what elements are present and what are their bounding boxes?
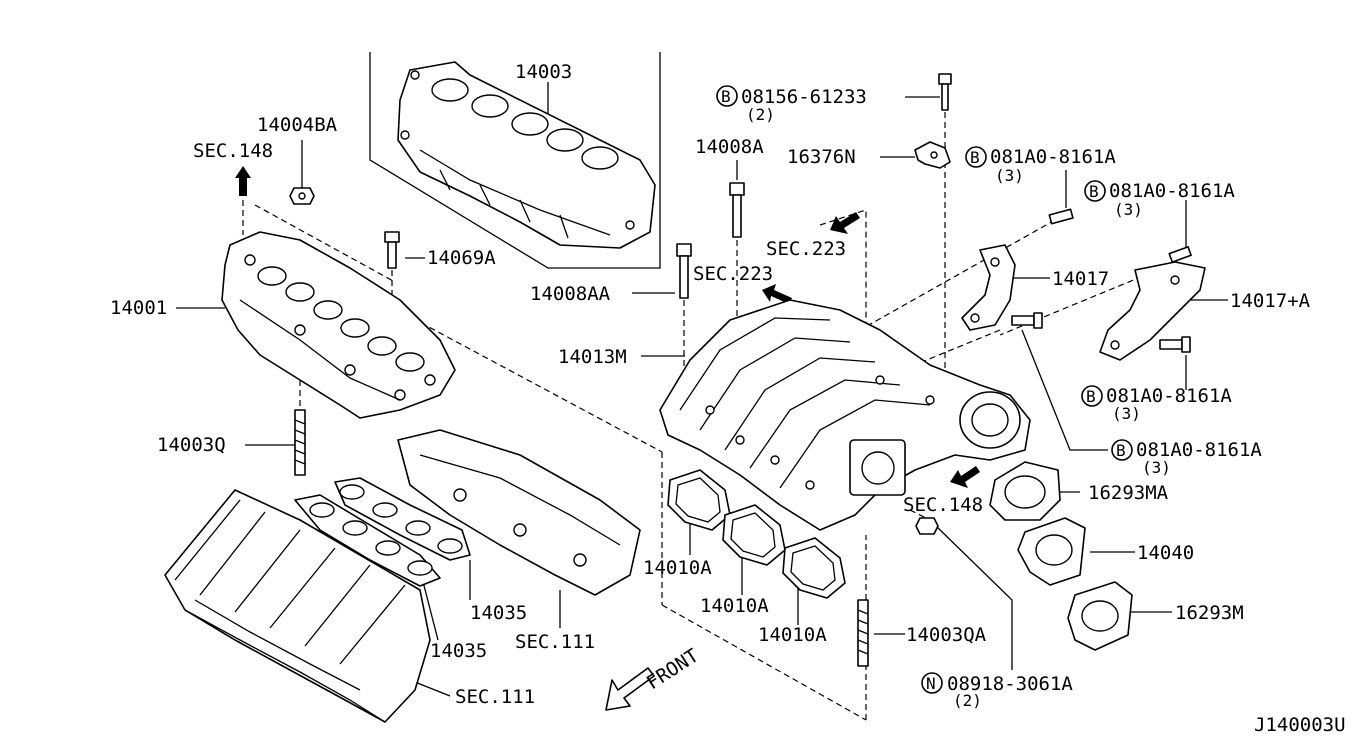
bolt-head-14069A <box>384 231 400 243</box>
bracket-14017 <box>961 208 1074 331</box>
bolt-b-icon <box>965 146 987 168</box>
intake-manifold-14013M <box>659 299 1031 531</box>
label-14017: 14017 <box>1052 268 1109 290</box>
bolt-b-icon <box>1081 385 1103 407</box>
diagram-id: J140003U <box>1254 714 1346 736</box>
label-08156: 08156-61233 <box>741 86 867 108</box>
nut-n-symbol: N <box>926 674 936 693</box>
label-08156-qty: (2) <box>746 105 775 124</box>
label-front: FRONT <box>643 645 703 695</box>
label-081A0-3-qty: (3) <box>1112 404 1141 423</box>
front-arrow-icon <box>605 667 655 711</box>
label-081A0-1-qty: (3) <box>995 166 1024 185</box>
bracket-16376N <box>914 141 951 169</box>
label-14040: 14040 <box>1137 542 1194 564</box>
arrow-icon <box>762 284 792 304</box>
label-081A0-2-qty: (3) <box>1114 200 1143 219</box>
label-14003QA: 14003QA <box>906 624 987 646</box>
label-081A0-2: 081A0-8161A <box>1109 180 1235 202</box>
bracket-14017A <box>1099 246 1206 361</box>
intake-manifold-14001 <box>221 231 456 419</box>
label-14069A: 14069A <box>427 247 496 269</box>
manifold-gaskets-14035 <box>294 477 471 587</box>
fasteners-left <box>289 187 400 476</box>
bolt-b-symbol: B <box>721 87 731 106</box>
bolt-markers: B B B B B N <box>716 85 1133 694</box>
label-14017A: 14017+A <box>1230 290 1311 312</box>
label-16376N: 16376N <box>787 146 856 168</box>
bolt-b-symbol: B <box>1089 182 1099 201</box>
label-16293M: 16293M <box>1175 602 1244 624</box>
label-sec223-a: SEC.223 <box>766 238 846 260</box>
arrow-icon <box>950 466 980 488</box>
part-labels: 14003 14004BA SEC.148 14069A 14001 14003… <box>110 61 1346 736</box>
label-14003Q: 14003Q <box>157 434 226 456</box>
label-14010A-a: 14010A <box>643 557 712 579</box>
nut-08918 <box>915 517 939 535</box>
gaskets-14010A <box>667 469 846 599</box>
label-081A0-1: 081A0-8161A <box>990 146 1116 168</box>
cylinder-head-sec111 <box>164 489 431 723</box>
label-14003: 14003 <box>515 61 572 83</box>
label-081A0-3: 081A0-8161A <box>1106 385 1232 407</box>
bolt-b-icon <box>1111 439 1133 461</box>
bolt-head-08156 <box>938 73 952 85</box>
sec148-up-arrow-icon <box>235 166 251 196</box>
label-14001: 14001 <box>110 297 167 319</box>
label-sec111-a: SEC.111 <box>515 631 595 653</box>
valve-cover-sec111 <box>397 429 641 596</box>
bolt-head-14008A <box>729 182 745 196</box>
bolt-b-icon <box>1084 180 1106 202</box>
stud-14003QA <box>857 599 869 667</box>
bolt-b-symbol: B <box>970 148 980 167</box>
bolt-icon <box>1011 315 1035 326</box>
throttle-gaskets <box>989 461 1133 651</box>
bolt-b-symbol: B <box>1116 441 1126 460</box>
bolt-icon <box>1159 339 1183 350</box>
label-14035-a: 14035 <box>470 602 527 624</box>
label-081A0-4-qty: (3) <box>1142 458 1171 477</box>
label-08918-qty: (2) <box>953 691 982 710</box>
label-16293MA: 16293MA <box>1088 482 1169 504</box>
bolt-b-symbol: B <box>1086 387 1096 406</box>
bolt-head-14008AA <box>676 243 692 257</box>
label-14004BA: 14004BA <box>257 114 338 136</box>
label-14013M: 14013M <box>558 346 627 368</box>
label-14008AA: 14008AA <box>530 283 611 305</box>
upper-intake-collector-14003 <box>397 61 656 249</box>
label-sec148-top: SEC.148 <box>193 140 273 162</box>
label-08918: 08918-3061A <box>947 673 1073 695</box>
label-sec148-mid: SEC.148 <box>903 494 983 516</box>
nut-n-icon <box>921 672 943 694</box>
arrow-icon <box>830 212 860 234</box>
bolt-b-icon <box>716 85 738 107</box>
label-sec111-b: SEC.111 <box>455 686 535 708</box>
label-14008A: 14008A <box>695 136 764 158</box>
fasteners-center <box>676 73 952 667</box>
label-14010A-b: 14010A <box>700 595 769 617</box>
label-14010A-c: 14010A <box>758 624 827 646</box>
sec223-arrows <box>762 212 980 488</box>
label-14035-b: 14035 <box>430 640 487 662</box>
label-sec223-b: SEC.223 <box>693 263 773 285</box>
label-081A0-4: 081A0-8161A <box>1136 439 1262 461</box>
